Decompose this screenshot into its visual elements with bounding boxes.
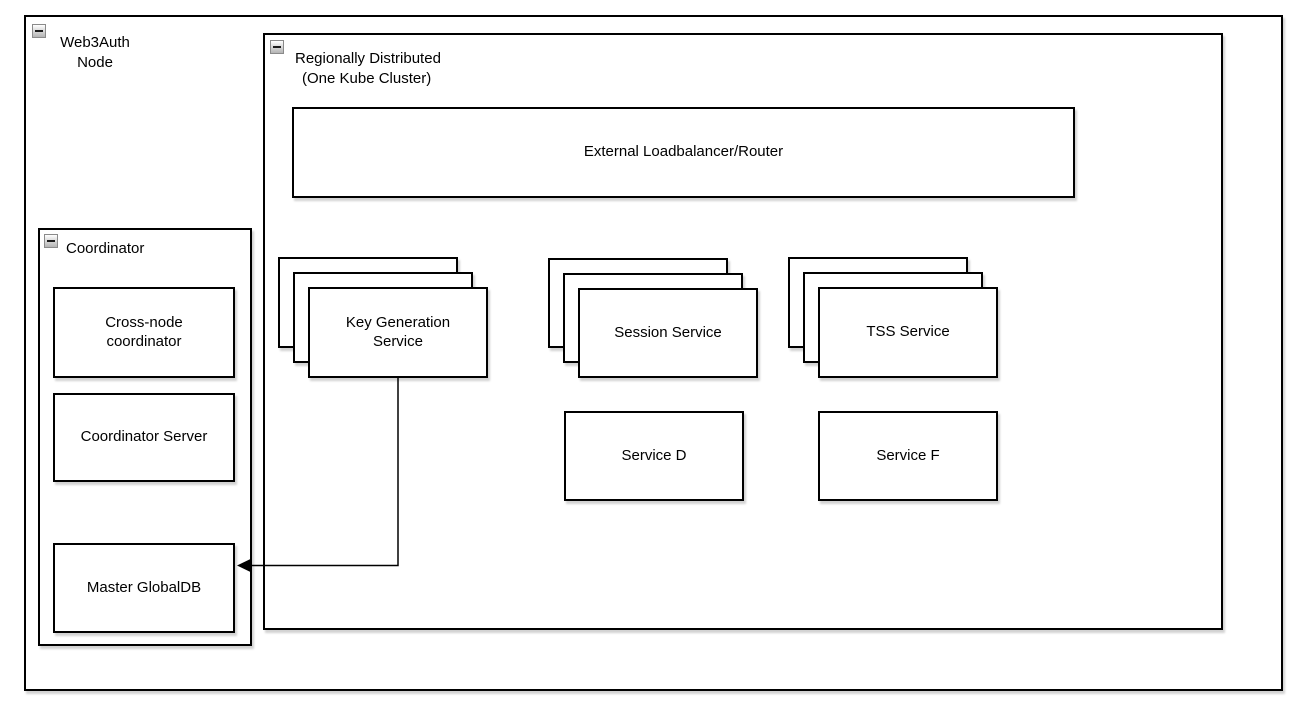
keygen-label-line1: Key Generation (345, 313, 451, 331)
session-label: Session Service (614, 323, 722, 341)
master-globaldb-label: Master GlobalDB (86, 578, 202, 596)
node-service-d[interactable]: Service D (564, 411, 744, 501)
collapse-button-web3auth-node[interactable] (32, 24, 46, 38)
web3auth-label-line1: Web3Auth (60, 34, 130, 51)
group-label-regionally-distributed: Regionally Distributed (One Kube Cluster… (295, 49, 441, 90)
node-external-loadbalancer[interactable]: External Loadbalancer/Router (292, 107, 1075, 198)
minus-icon (273, 46, 281, 48)
node-master-globaldb[interactable]: Master GlobalDB (53, 543, 235, 633)
keygen-label-line2: Service (372, 332, 423, 350)
minus-icon (47, 240, 55, 242)
node-cross-node-coordinator[interactable]: Cross-node coordinator (53, 287, 235, 378)
cross-node-label: Cross-node coordinator (105, 314, 183, 352)
collapse-button-coordinator[interactable] (44, 234, 58, 248)
minus-icon (35, 30, 43, 32)
node-coordinator-server[interactable]: Coordinator Server (53, 393, 235, 482)
node-key-generation-service[interactable]: Key Generation Service (308, 287, 488, 378)
cross-node-label-line2: coordinator (106, 332, 182, 350)
coordinator-server-label: Coordinator Server (80, 428, 208, 446)
service-f-label: Service F (876, 446, 940, 464)
collapse-button-regionally-distributed[interactable] (270, 40, 284, 54)
web3auth-label-line2: Node (77, 54, 113, 72)
keygen-label: Key Generation Service (346, 314, 450, 352)
regional-label-line2: (One Kube Cluster) (302, 70, 432, 88)
group-label-web3auth-node: Web3Auth Node (34, 33, 156, 74)
coordinator-label: Coordinator (66, 240, 145, 257)
service-d-label: Service D (621, 446, 687, 464)
node-service-f[interactable]: Service F (818, 411, 998, 501)
cross-node-label-line1: Cross-node (105, 313, 183, 331)
group-label-coordinator: Coordinator (66, 239, 144, 259)
regional-label-line1: Regionally Distributed (295, 50, 441, 67)
tss-label: TSS Service (866, 323, 950, 341)
node-session-service[interactable]: Session Service (578, 288, 758, 378)
loadbalancer-label: External Loadbalancer/Router (583, 143, 784, 161)
node-tss-service[interactable]: TSS Service (818, 287, 998, 378)
